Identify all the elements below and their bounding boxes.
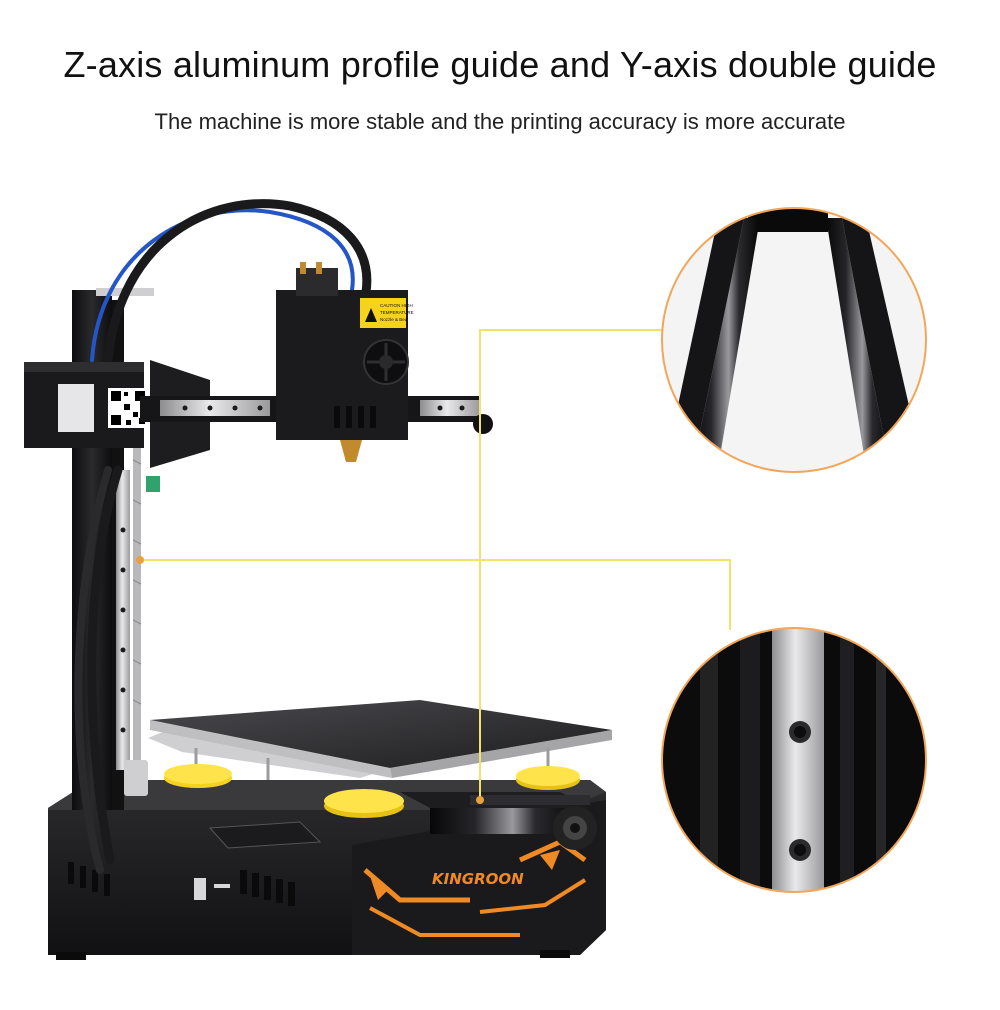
zoom-circle-y-axis: [661, 207, 927, 473]
print-bed: [148, 700, 612, 780]
usb-port: [194, 878, 206, 900]
y-axis-rails: [400, 792, 597, 850]
svg-text:TEMPERATURE: TEMPERATURE: [380, 310, 414, 315]
print-head: CAUTION HIGH TEMPERATURE Nozzle & Bed: [276, 262, 414, 462]
callout-lines: [136, 329, 731, 804]
leveling-knobs: [164, 764, 580, 818]
endstop-switch: [146, 476, 160, 492]
page-title: Z-axis aluminum profile guide and Y-axis…: [63, 44, 937, 85]
page-subtitle: The machine is more stable and the print…: [154, 109, 846, 134]
cable-bundle: [74, 199, 372, 874]
zoom-circle-z-axis: [661, 627, 927, 893]
brand-label: KINGROON: [432, 870, 524, 888]
warning-sticker: CAUTION HIGH TEMPERATURE Nozzle & Bed: [360, 298, 414, 328]
svg-text:Nozzle & Bed: Nozzle & Bed: [380, 317, 408, 322]
sd-slot: [214, 884, 230, 888]
svg-text:CAUTION HIGH: CAUTION HIGH: [380, 303, 413, 308]
